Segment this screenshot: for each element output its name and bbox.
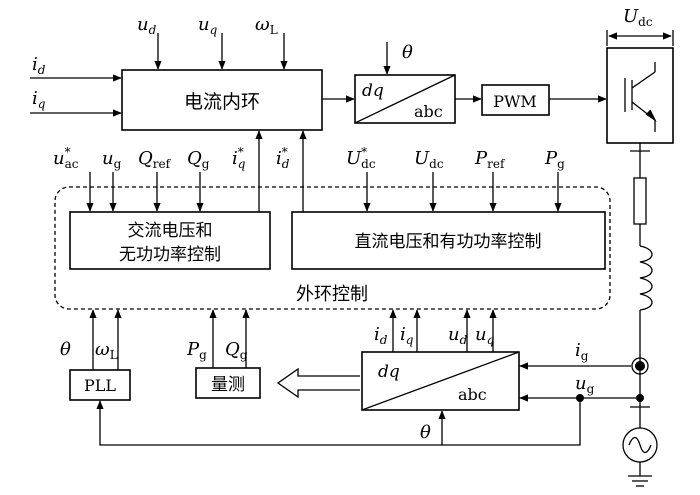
ac-control-block [69,211,271,270]
hollow-arrow [276,367,360,399]
dq-top-label: dq [362,81,384,101]
p-g-label: Pg [544,148,565,171]
power-circuit [622,143,658,487]
i-d-label: id [32,54,46,77]
q-ref-label: Qref [138,148,172,171]
pll-label: PLL [84,376,116,395]
udc-top-label: Udc [623,6,653,29]
q-g-label: Qg [187,148,210,171]
q-g-meas-label: Qg [225,339,248,362]
pwm-label: PWM [493,92,537,111]
i-d-star-label: i*d [276,145,290,171]
dq-abc-top-diagonal [354,74,456,124]
theta-bottom-label: θ [420,422,431,443]
outer-loop-frame [54,186,611,310]
dq-abc-bottom-diagonal [361,351,520,411]
voltage-node [636,394,644,402]
u-q-top-label: uq [198,14,218,37]
abc-bottom-label: abc [458,385,487,404]
dc-control-block [291,211,606,270]
u-d-top-label: ud [137,14,157,37]
theta-top-label: θ [402,42,413,63]
omega-l-top-label: ωL [255,14,278,37]
converter-block [606,47,674,144]
theta-pll-label: θ [60,339,71,360]
dc-control-label: 直流电压和有功功率控制 [355,232,542,252]
p-g-meas-label: Pg [186,339,207,362]
udc-label: Udc [414,148,444,171]
omega-l-pll-label: ωL [95,339,118,362]
inductor-icon [639,245,653,311]
pll-block [69,369,131,401]
i-q-meas-label: iq [400,324,414,347]
dq-bottom-label: dq [378,362,400,382]
current-loop-block [121,69,323,131]
u-g-label: ug [575,373,595,396]
pwm-block [481,84,550,116]
abc-top-label: abc [414,102,443,121]
u-q-meas-label: uq [475,324,495,347]
udc-star-label: U*dc [346,145,376,171]
i-d-meas-label: id [374,324,388,347]
u-d-meas-label: ud [448,324,468,347]
current-sensor-icon [635,361,645,371]
current-loop-label: 电流内环 [184,91,260,113]
p-ref-label: Pref [474,148,506,171]
outer-loop-label: 外环控制 [296,284,368,305]
i-q-label: iq [32,88,46,111]
i-q-star-label: i*q [232,145,246,171]
measurement-label: 量测 [211,375,245,395]
ac-control-label-2: 无功功率控制 [119,245,221,265]
resistor-icon [633,177,647,225]
ac-control-label-1: 交流电压和 [128,221,213,241]
measurement-block [195,367,261,399]
dq-abc-bottom-block [361,351,520,411]
u-g-ref-label: ug [102,148,122,171]
igbt-icon [624,62,657,132]
u-ac-star-label: u*ac [53,145,79,171]
i-g-label: ig [575,340,589,363]
